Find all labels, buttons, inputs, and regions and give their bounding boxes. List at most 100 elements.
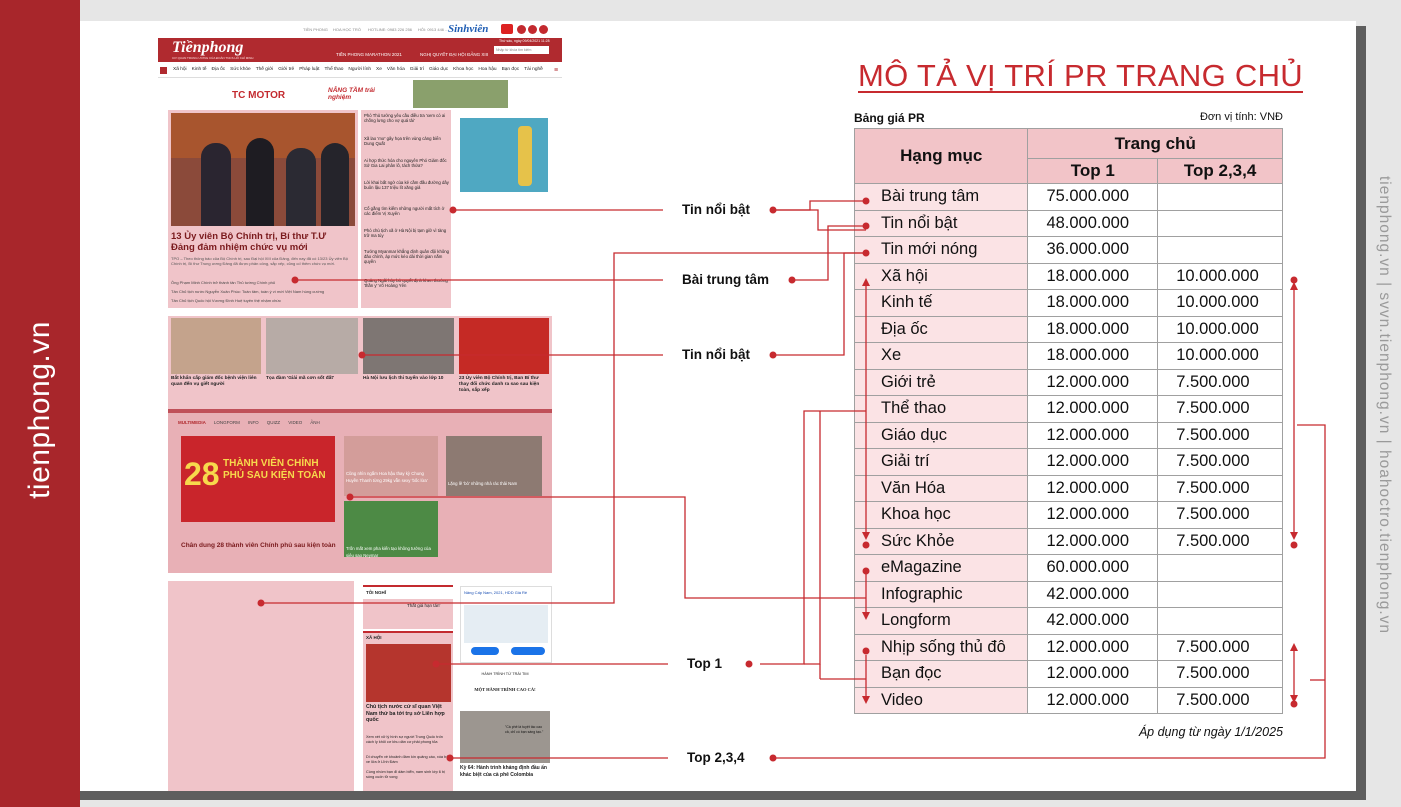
tab-multimedia[interactable]: MULTIMEDIA bbox=[178, 420, 206, 425]
row-category: Nhịp sống thủ đô bbox=[853, 633, 1029, 661]
side-news-item[interactable]: Cố gắng tìm kiếm những người mất tích ở … bbox=[364, 206, 445, 217]
row-top234-price: 7.500.000 bbox=[1157, 448, 1283, 476]
label-tin-noi-bat-1: Tin nổi bật bbox=[679, 202, 753, 217]
nav-item[interactable]: Xã hội bbox=[173, 67, 187, 72]
row-news-title[interactable]: Hà Nội lưu lịch thi tuyển vào lớp 10 bbox=[363, 376, 444, 381]
nav-item[interactable]: Thể thao bbox=[324, 67, 344, 72]
row-top234-price: 7.500.000 bbox=[1157, 501, 1283, 529]
side-news-item[interactable]: Ai hợp thức hóa cho nguyên Phó Giám đốc … bbox=[364, 158, 447, 169]
nghi-quyet-link[interactable]: NGHỊ QUYẾT ĐẠI HỘI ĐẢNG XIII bbox=[420, 52, 489, 57]
marathon-link[interactable]: TIỀN PHONG MARATHON 2021 bbox=[336, 52, 402, 57]
nav-item[interactable]: Thế giới bbox=[255, 67, 274, 72]
mm-image[interactable] bbox=[446, 436, 542, 496]
emagazine-banner[interactable]: 28 THÀNH VIÊN CHÍNH PHỦ SAU KIỆN TOÀN bbox=[181, 436, 335, 522]
related-3[interactable]: Tân Chủ tịch Quốc hội Vương Đình Huệ tuy… bbox=[171, 298, 282, 303]
nav-item[interactable]: Xe bbox=[376, 67, 382, 72]
row-news-image[interactable] bbox=[266, 318, 358, 374]
beer-ad-image[interactable] bbox=[460, 118, 548, 192]
xa-hoi-heading[interactable]: XÃ HỘI bbox=[366, 635, 382, 640]
menu-icon[interactable]: ≡ bbox=[554, 67, 559, 74]
tc-motor-ad[interactable]: TC MOTOR bbox=[228, 81, 308, 107]
nav-item[interactable]: Người lính bbox=[348, 67, 372, 72]
tab-anh[interactable]: ẢNH bbox=[310, 420, 320, 425]
tienphong-logo[interactable]: Tiềnphong bbox=[172, 39, 244, 56]
mockup-top-link[interactable]: HOTLINE: 0983 226 256 bbox=[368, 27, 413, 32]
nav-item[interactable]: Địa ốc bbox=[211, 67, 226, 72]
mm-caption[interactable]: Trốn mất xem pha kiến tạo không tưởng củ… bbox=[346, 546, 431, 558]
mm-image[interactable] bbox=[344, 501, 438, 557]
header-category: Hạng mục bbox=[853, 128, 1029, 184]
home-icon[interactable] bbox=[160, 67, 167, 74]
hoahoctro-logo[interactable] bbox=[501, 24, 513, 34]
search-input[interactable]: Nhập từ khóa tìm kiếm bbox=[494, 46, 549, 54]
nav-item[interactable]: Pháp luật bbox=[299, 67, 320, 72]
side-news-item[interactable]: Phó Thủ tướng yêu cầu điều tra 'xem có a… bbox=[364, 113, 446, 124]
book-ad[interactable]: HÀNH TRÌNH TỪ TRÁI TIM MỘT HÀNH TRÌNH CA… bbox=[460, 669, 550, 791]
row-top1-price: 48.000.000 bbox=[1027, 209, 1159, 237]
mockup-top-link[interactable]: HOA HỌC TRÒ bbox=[333, 27, 361, 32]
side-news-item[interactable]: Phó chủ tịch xã ở Hà Nội bị tạm giữ vì t… bbox=[364, 228, 447, 239]
row-category: Địa ốc bbox=[853, 315, 1029, 343]
car-ad-image[interactable] bbox=[413, 80, 508, 108]
xa-hoi-item[interactable]: Xem xét xử lý hình sự người Trung Quốc t… bbox=[366, 735, 443, 744]
row-top1-price: 18.000.000 bbox=[1027, 342, 1159, 370]
tab-quizz[interactable]: QUIZZ bbox=[266, 420, 281, 425]
xa-hoi-caption[interactable]: Chủ tịch nước cứ sĩ quan Việt Nam thứ ba… bbox=[366, 704, 445, 723]
headline-photo[interactable] bbox=[171, 113, 355, 226]
zalo-icon[interactable] bbox=[539, 25, 548, 34]
tab-info[interactable]: INFO bbox=[247, 420, 259, 425]
xa-hoi-item[interactable]: Cùng nhóm bạn đi dâm biển, nam sinh lớp … bbox=[366, 770, 445, 779]
row-news-title[interactable]: 23 Ủy viên Bộ Chính trị, Ban Bí thư thay… bbox=[459, 376, 540, 393]
nav-item[interactable]: Giáo dục bbox=[428, 67, 449, 72]
nav-item[interactable]: Khoa học bbox=[453, 67, 474, 72]
nav-item[interactable]: Kinh tế bbox=[191, 67, 207, 72]
mm-image[interactable] bbox=[344, 436, 438, 496]
row-news-image[interactable] bbox=[171, 318, 261, 374]
nav-item[interactable]: Giải trí bbox=[409, 67, 424, 72]
pr-empty-slot[interactable] bbox=[168, 581, 354, 791]
side-news-item[interactable]: Lời khai bất ngờ của kẻ cầm đầu đường dâ… bbox=[364, 180, 449, 191]
facebook-icon[interactable] bbox=[517, 25, 526, 34]
brand-sidebar: tienphong.vn bbox=[0, 0, 80, 807]
toi-nghi-item[interactable]: Thất giá hạn tán' bbox=[407, 603, 441, 608]
tc-motor-text: TC MOTOR bbox=[232, 90, 286, 101]
xa-hoi-image[interactable] bbox=[366, 644, 451, 702]
nang-tam-ad[interactable]: NÂNG TẦM trải nghiệm bbox=[318, 81, 413, 107]
nav-item[interactable]: Hoa hậu bbox=[478, 67, 497, 72]
row-top234-price bbox=[1157, 236, 1283, 264]
book-caption[interactable]: Kỳ 64: Hành trình kháng định đầu ấn khác… bbox=[460, 765, 547, 778]
nav-item[interactable]: Tài nghề bbox=[524, 67, 543, 72]
tab-longform[interactable]: LONGFORM bbox=[213, 420, 240, 425]
tab-video[interactable]: VIDEO bbox=[288, 420, 303, 425]
row-top1-price: 18.000.000 bbox=[1027, 315, 1159, 343]
side-news-item[interactable]: Tướng Myanmar khẳng định quân đội không … bbox=[364, 249, 449, 265]
map-ad[interactable]: Nâng Cấp Nam, 2021, HDD Giá Rẻ bbox=[460, 586, 552, 663]
row-news-image[interactable] bbox=[459, 318, 549, 374]
nav-item[interactable]: Giới trẻ bbox=[278, 67, 295, 72]
mm-caption[interactable]: Cũng nhìn ngắm Hoa hậu thay kỳ Chung Huy… bbox=[346, 471, 428, 483]
nav-item[interactable]: Sức khỏe bbox=[230, 67, 251, 72]
mockup-nav: Xã hội Kinh tế Địa ốc Sức khỏe Thế giới … bbox=[158, 65, 562, 78]
headline-title[interactable]: 13 Ủy viên Bộ Chính trị, Bí thư T.Ư Đảng… bbox=[171, 231, 327, 253]
row-top1-price: 75.000.000 bbox=[1027, 183, 1159, 211]
related-1[interactable]: Ông Phạm Minh Chính trở thành tân Thủ tư… bbox=[171, 280, 276, 285]
sinhvien-logo[interactable]: Sinhviên bbox=[448, 23, 489, 35]
row-news-image[interactable] bbox=[363, 318, 454, 374]
row-news-title[interactable]: Tọa đàm 'Giải mã cơn sốt đất' bbox=[266, 376, 335, 381]
related-2[interactable]: Tân Chủ tịch nước Nguyễn Xuân Phúc: Toàn… bbox=[171, 289, 325, 294]
mockup-top-link[interactable]: HỎI: 0913 446 ... bbox=[418, 27, 449, 32]
xa-hoi-item[interactable]: Di chuyển về khoảnh đám kín quảng cáo, x… bbox=[366, 755, 450, 764]
mm-caption[interactable]: Lặng lẽ 'bỏ' những nhà rác thải Nam bbox=[448, 481, 518, 486]
side-news-item[interactable]: Xã lao 'mơ' gây họa trên vùng cảng biển … bbox=[364, 136, 441, 147]
nav-item[interactable]: Văn hóa bbox=[386, 67, 405, 72]
multimedia-caption[interactable]: Chân dung 28 thành viên Chính phủ sau ki… bbox=[181, 542, 336, 549]
youtube-icon[interactable] bbox=[528, 25, 537, 34]
bai-trung-tam-block[interactable]: 13 Ủy viên Bộ Chính trị, Bí thư T.Ư Đảng… bbox=[168, 110, 358, 308]
toi-nghi-heading[interactable]: TÔI NGHĨ bbox=[366, 590, 386, 595]
row-news-title[interactable]: Bắt khẩn cấp giám đốc bệnh viện liên qua… bbox=[171, 376, 257, 387]
mockup-top-link[interactable]: TIỀN PHONG bbox=[303, 27, 328, 32]
nav-item[interactable]: Bạn đọc bbox=[501, 67, 520, 72]
